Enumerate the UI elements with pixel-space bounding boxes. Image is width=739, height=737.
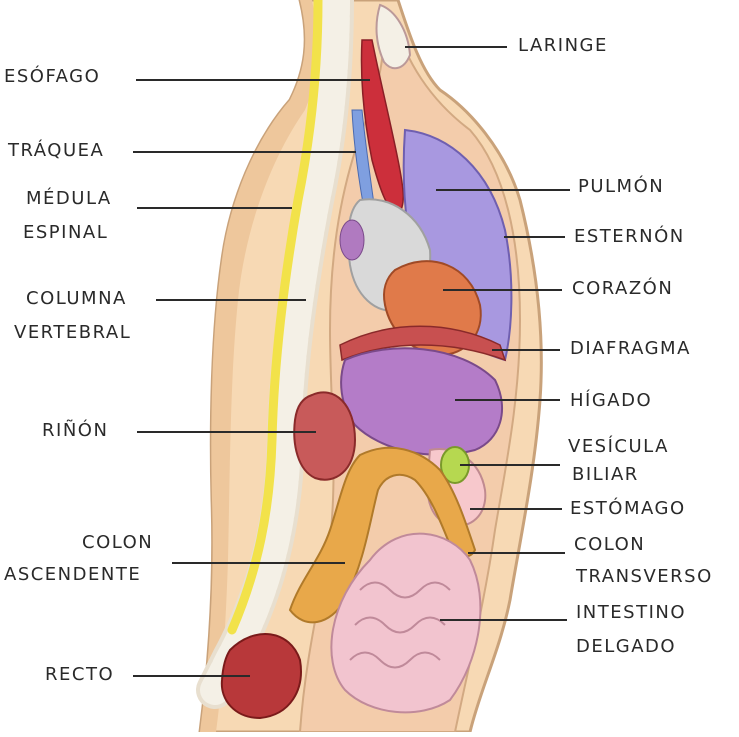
label-traquea: TRÁQUEA: [8, 140, 105, 161]
intestine-folds: [349, 581, 451, 669]
label-esofago: ESÓFAGO: [4, 66, 101, 87]
label-columna-line2: VERTEBRAL: [14, 322, 132, 343]
label-colon-ascendente-line1: COLON: [82, 532, 154, 553]
vertebral-column: [196, 0, 354, 709]
label-corazon: CORAZÓN: [572, 278, 674, 299]
label-recto: RECTO: [45, 664, 115, 685]
label-higado: HÍGADO: [570, 390, 653, 411]
small-intestine: [330, 532, 482, 714]
label-colon-transverso-line2: TRANSVERSO: [576, 566, 713, 587]
label-vesicula-line2: BILIAR: [572, 464, 639, 485]
label-laringe: LARINGE: [518, 35, 608, 56]
label-colon-transverso-line1: COLON: [574, 534, 646, 555]
kidney: [293, 391, 357, 481]
label-esternon: ESTERNÓN: [574, 226, 685, 247]
label-medula-line1: MÉDULA: [26, 188, 112, 209]
label-estomago: ESTÓMAGO: [570, 498, 686, 519]
label-medula-line2: ESPINAL: [23, 222, 109, 243]
label-columna-line1: COLUMNA: [26, 288, 127, 309]
diaphragm: [339, 325, 507, 362]
label-diafragma: DIAFRAGMA: [570, 338, 691, 359]
label-intestino-line2: DELGADO: [576, 636, 677, 657]
label-colon-ascendente-line2: ASCENDENTE: [4, 564, 142, 585]
label-vesicula-line1: VESÍCULA: [568, 436, 669, 457]
rectum: [220, 633, 302, 720]
spinal-cord: [227, 0, 323, 635]
lymph-node: [339, 219, 365, 261]
label-rinon: RIÑÓN: [42, 420, 109, 441]
label-intestino-line1: INTESTINO: [576, 602, 687, 623]
label-pulmon: PULMÓN: [578, 176, 665, 197]
leader-lines: [133, 46, 570, 677]
larynx: [375, 3, 412, 70]
